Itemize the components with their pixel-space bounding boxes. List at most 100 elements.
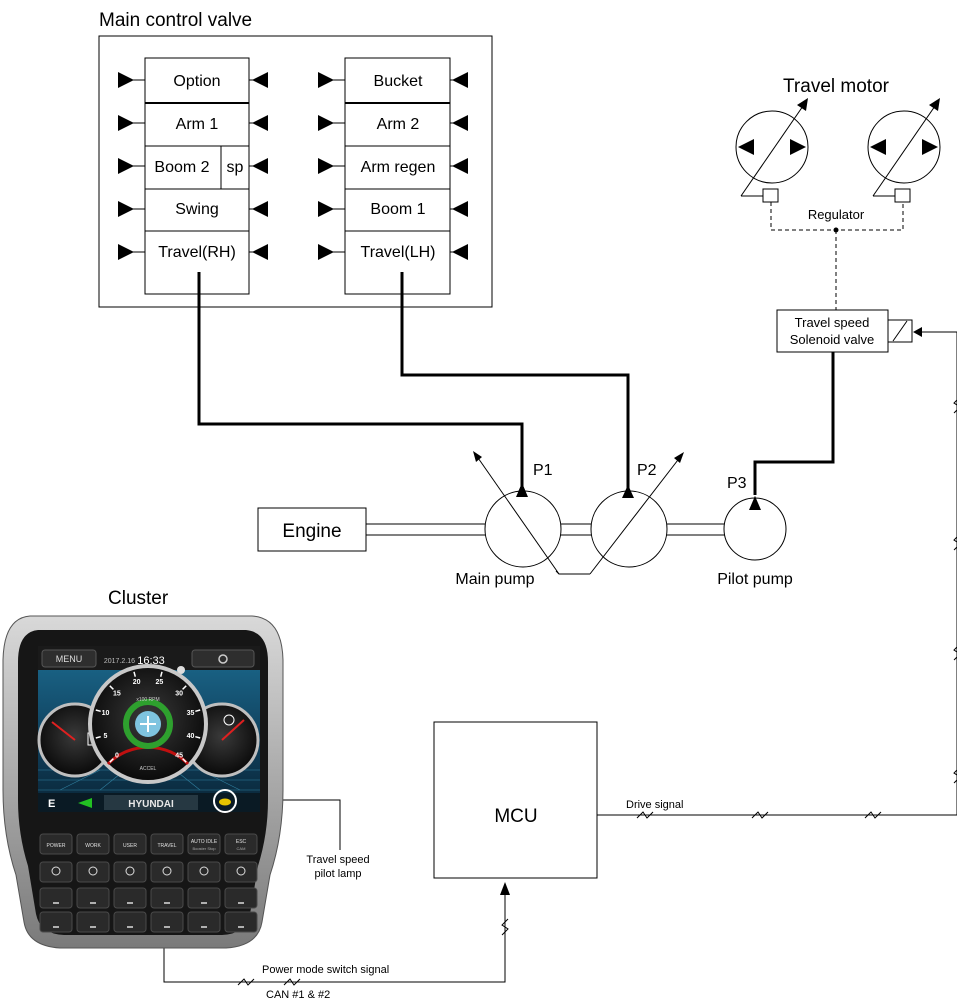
temperature-icon [223,714,235,726]
rpm-tick-label: 10 [102,710,110,717]
pilot-arrow-right-icon [118,201,134,217]
pilot-arrow-right-icon [318,72,334,88]
rpm-tick-label: 20 [133,679,141,686]
cluster-function-key[interactable] [113,911,147,933]
cluster-key-label: ESC [236,839,247,845]
cluster-function-key[interactable] [187,861,221,883]
pilot-arrow-left-icon [452,72,468,88]
signal-break-mark [283,978,301,986]
pilot-arrow-right-icon [118,115,134,131]
pilot-arrow-left-icon [252,115,268,131]
valve-stack-left: Option Arm 1 Boom 2 sp Swing Travel(RH) [144,57,250,295]
cluster-function-key[interactable] [39,861,73,883]
signal-break-marks [237,399,957,986]
pilot-arrow-left-icon [252,244,268,260]
pilot-arrow-markers [118,72,468,260]
line-p3-to-solenoid [753,352,835,495]
cluster-menu-button[interactable] [41,649,97,668]
function-key-icon [236,866,246,876]
main-pump-1 [484,490,562,568]
cluster-time: 16:33 [137,655,165,667]
cluster-function-key[interactable] [113,887,147,909]
pilot-arrow-right-icon [318,244,334,260]
travel-speed-solenoid-valve [776,309,889,353]
mcu-label: MCU [494,806,537,827]
valve-label-arm-regen: Arm regen [361,159,436,176]
cluster-function-key[interactable] [76,911,110,933]
main-control-valve-frame [98,35,493,308]
work-mode-icon [78,798,92,808]
pilot-arrow-right-icon [318,158,334,174]
cluster-key-auto-idle[interactable] [187,833,221,855]
function-key-icon [88,866,98,876]
cluster-key-user[interactable] [113,833,147,855]
accel-label: ACCEL [140,766,157,772]
cluster-key-esc[interactable] [224,833,258,855]
cluster-key-sublabel: Booster Stop [192,846,216,851]
function-key-icon [199,866,209,876]
gear-icon [218,654,228,664]
p3-label: P3 [727,475,747,492]
signal-break-mark [237,978,255,986]
pilot-arrow-left-icon [452,201,468,217]
regulator-junction [833,227,839,233]
valve-label-travel-lh: Travel(LH) [361,244,436,261]
valve-stack-right: Bucket Arm 2 Arm regen Boom 1 Travel(LH) [344,57,451,295]
cluster-key-label: AUTO IDLE [191,839,218,845]
valve-label-option: Option [173,73,220,90]
travel-motor-title: Travel motor [783,76,890,97]
hydraulic-lines [197,272,835,495]
signal-break-mark [501,918,509,936]
variable-displacement-arrows [475,454,682,575]
line-travel-rh-to-p1 [197,272,524,495]
cluster-function-key[interactable] [224,861,258,883]
line-travel-lh-to-p2 [400,272,630,495]
pilot-arrow-left-icon [252,158,268,174]
engine-label: Engine [282,521,341,542]
cluster-function-key[interactable] [113,861,147,883]
pilot-arrow-left-icon [252,72,268,88]
valve-label-bucket: Bucket [374,73,423,90]
cluster-key-power[interactable] [39,833,73,855]
cluster-function-key[interactable] [150,911,184,933]
rpm-tick-label: 15 [113,690,121,697]
function-key-icon [51,866,61,876]
cluster-function-key[interactable] [187,911,221,933]
cluster-function-key[interactable] [150,887,184,909]
rpm-tick-label: 40 [187,733,195,740]
pilot-arrow-right-icon [118,158,134,174]
pilot-arrow-left-icon [452,158,468,174]
mcu-box [433,721,598,879]
cluster-key-work[interactable] [76,833,110,855]
valve-label-arm2: Arm 2 [377,116,420,133]
pilot-arrow-left-icon [452,244,468,260]
valve-label-swing: Swing [175,201,219,218]
engine-load-ring [123,699,173,749]
cluster-function-key[interactable] [150,861,184,883]
cluster-function-key[interactable] [187,887,221,909]
cluster-function-key[interactable] [76,887,110,909]
rpm-tick-label: 30 [175,690,183,697]
cluster-key-travel[interactable] [150,833,184,855]
cluster-settings-button[interactable] [191,649,255,668]
power-mode-indicator: E [48,798,55,810]
cluster-key-label: USER [123,843,137,849]
rpm-tick-label: 45 [175,753,183,760]
rpm-tick-label: 25 [156,679,164,686]
cluster-function-key[interactable] [224,911,258,933]
cluster-key-label: TRAVEL [157,843,176,849]
camera-icon [177,666,185,674]
cluster-function-key[interactable] [76,861,110,883]
engine-box [257,507,367,552]
signal-break-mark [864,811,882,819]
cluster-function-key[interactable] [224,887,258,909]
cluster-menu-label: MENU [56,654,83,664]
cluster-function-key[interactable] [39,911,73,933]
cluster-function-key[interactable] [39,887,73,909]
mcu-input-arrow [500,882,510,895]
function-key-icon [125,866,135,876]
drive-shafts [366,523,725,536]
cluster-key-label: POWER [47,843,66,849]
valve-label-boom1: Boom 1 [370,201,425,218]
